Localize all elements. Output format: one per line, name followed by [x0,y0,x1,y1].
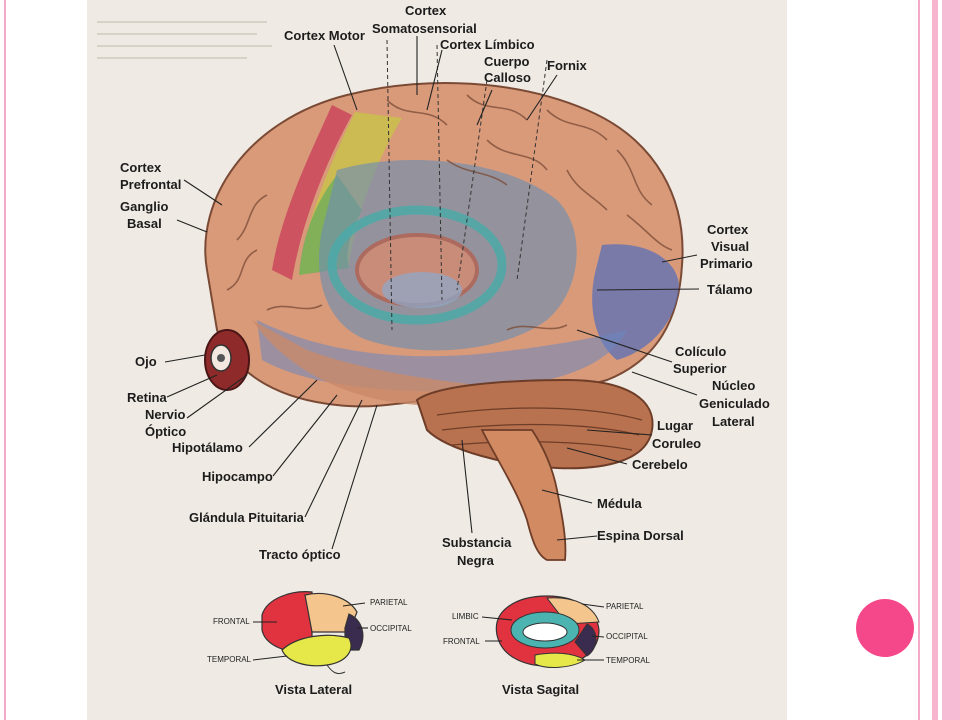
sagittal-label-limbic: LIMBIC [452,612,479,621]
label-prefrontal-1: Cortex [120,160,162,175]
label-coliculo-1: Colículo [675,344,726,359]
brainstem [480,429,567,561]
label-visual-3: Primario [700,256,753,271]
lateral-temporal-lobe [281,634,352,667]
sagittal-label-occipital: OCCIPITAL [606,632,648,641]
sagittal-label-temporal: TEMPORAL [606,656,651,665]
limbic-ring [327,205,507,325]
sagittal-callosum [522,622,568,642]
label-ojo: Ojo [135,354,157,369]
label-cuerpo: Cuerpo [484,54,530,69]
inset-lateral: FRONTAL PARIETAL OCCIPITAL TEMPORAL Vist… [207,591,412,697]
sagittal-label-frontal: FRONTAL [443,637,480,646]
label-calloso: Calloso [484,70,531,85]
label-ganglio-1: Ganglio [120,199,168,214]
lateral-label-frontal: FRONTAL [213,617,250,626]
motor-cortex-region [272,105,352,280]
labels: Cortex Motor Cortex Somatosensorial Cort… [120,3,770,568]
cerebellum-folia [436,407,643,451]
label-tracto-optico: Tracto óptico [259,547,341,562]
sagittal-occipital [574,623,597,657]
label-talamo: Tálamo [707,282,753,297]
brain-diagram-svg: Cortex Motor Cortex Somatosensorial Cort… [97,3,770,697]
slide-frame-left [0,0,12,720]
label-cortex-somatosensorial-2: Somatosensorial [372,21,477,36]
label-substancia-2: Negra [457,553,495,568]
label-hipocampo: Hipocampo [202,469,273,484]
label-ganglio-2: Basal [127,216,162,231]
label-espina: Espina Dorsal [597,528,684,543]
label-nervio-2: Óptico [145,424,186,439]
visual-cortex-region [592,244,679,360]
label-medula: Médula [597,496,643,511]
thalamus-region [382,272,462,308]
label-hipotalamo: Hipotálamo [172,440,243,455]
gyri-lines [226,94,673,331]
label-cerebelo: Cerebelo [632,457,688,472]
lateral-caption: Vista Lateral [275,682,352,697]
main-brain [204,39,684,561]
lateral-label-temporal: TEMPORAL [207,655,252,664]
label-prefrontal-2: Prefrontal [120,177,181,192]
label-visual-1: Cortex [707,222,749,237]
label-nucleo-3: Lateral [712,414,755,429]
sagittal-caption: Vista Sagital [502,682,579,697]
label-substancia-1: Substancia [442,535,512,550]
label-lugar-2: Coruleo [652,436,701,451]
inset-sagittal: LIMBIC FRONTAL PARIETAL OCCIPITAL TEMPOR… [443,595,651,697]
leader-lines [164,36,700,550]
label-nucleo-1: Núcleo [712,378,755,393]
label-lugar-1: Lugar [657,418,693,433]
label-pituitaria: Glándula Pituitaria [189,510,305,525]
label-cortex-limbico: Cortex Límbico [440,37,535,52]
lateral-label-parietal: PARIETAL [370,598,408,607]
label-cortex-somatosensorial-1: Cortex [405,3,447,18]
label-nucleo-2: Geniculado [699,396,770,411]
sagittal-label-parietal: PARIETAL [606,602,644,611]
sagittal-parietal [546,597,600,625]
background-print-texture [97,21,272,59]
label-nervio-1: Nervio [145,407,186,422]
label-cortex-motor: Cortex Motor [284,28,365,43]
temporal-lobe [252,320,480,406]
brain-illustration: Cortex Motor Cortex Somatosensorial Cort… [87,0,787,720]
lateral-label-occipital: OCCIPITAL [370,624,412,633]
slide-frame-right [918,0,960,720]
label-visual-2: Visual [711,239,749,254]
label-fornix: Fornix [547,58,587,73]
decorative-dot [856,599,914,657]
label-coliculo-2: Superior [673,361,726,376]
label-retina: Retina [127,390,168,405]
